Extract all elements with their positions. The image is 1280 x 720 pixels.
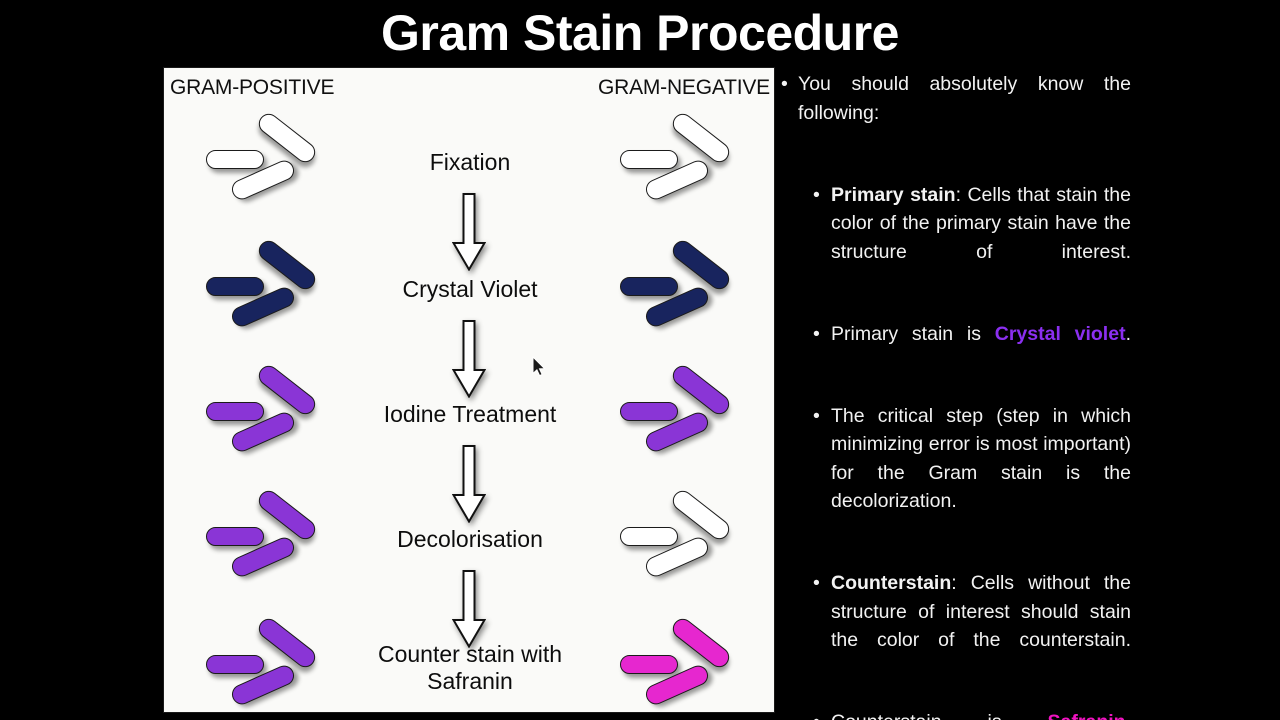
bacteria-rod xyxy=(620,527,678,546)
bacteria-rod xyxy=(206,277,264,296)
step-label: Iodine Treatment xyxy=(383,401,557,427)
bacteria-cluster-right xyxy=(616,486,736,583)
bacteria-rod xyxy=(206,527,264,546)
down-arrow-icon xyxy=(452,193,486,271)
bullet-marker-icon: • xyxy=(813,708,827,720)
bacteria-cluster-left xyxy=(202,236,322,333)
page-title: Gram Stain Procedure xyxy=(381,5,899,61)
bacteria-cluster-right xyxy=(616,614,736,711)
note-bullet: • Counterstain is Safranin. xyxy=(781,708,1131,720)
bullet-marker-icon: • xyxy=(813,572,820,594)
bacteria-rod xyxy=(206,655,264,674)
note-text-segment: Crystal violet xyxy=(994,322,1126,345)
step-label: Crystal Violet xyxy=(402,276,538,302)
note-bullet-text: You should absolutely know the following… xyxy=(798,70,1131,156)
note-text-segment: . xyxy=(1126,711,1131,720)
note-bullet-text: Primary stain: Cells that stain the colo… xyxy=(831,181,1131,295)
note-bullet: • You should absolutely know the followin… xyxy=(781,70,1131,156)
bullet-marker-icon: • xyxy=(813,322,820,345)
bacteria-cluster-right xyxy=(616,109,736,206)
bullet-marker-icon: • xyxy=(813,404,820,427)
bacteria-rod xyxy=(620,655,678,674)
bacteria-rod xyxy=(620,402,678,421)
note-bullet-text: The critical step (step in which minimiz… xyxy=(831,402,1131,545)
bacteria-rod xyxy=(620,277,678,296)
note-text-segment: : Cells that stain the color of the prim… xyxy=(831,183,1132,263)
bacteria-rod xyxy=(206,402,264,421)
note-bullet-text: Counterstain is Safranin. xyxy=(831,708,1131,720)
note-bullet: • Primary stain: Cells that stain the col… xyxy=(781,181,1131,295)
step-label: Fixation xyxy=(429,149,511,175)
note-text-segment: You should absolutely know the following… xyxy=(798,73,1131,124)
down-arrow-icon xyxy=(452,445,486,523)
bullet-marker-icon: • xyxy=(813,183,820,206)
note-text-segment: The critical step (step in which minimiz… xyxy=(831,404,1131,513)
note-text-segment: Primary stain xyxy=(831,183,956,206)
bacteria-cluster-right xyxy=(616,236,736,333)
mouse-pointer-icon xyxy=(532,356,546,377)
note-text-segment: Counterstain xyxy=(831,572,952,594)
column-header-gram-negative: GRAM-NEGATIVE xyxy=(597,76,770,99)
note-text-segment: . xyxy=(1125,322,1131,345)
bacteria-rod xyxy=(206,150,264,169)
bullet-marker-icon: • xyxy=(781,73,788,95)
down-arrow-icon xyxy=(452,570,486,648)
bacteria-cluster-left xyxy=(202,361,322,458)
step-label: Decolorisation xyxy=(397,526,543,552)
note-bullet: • Counterstain: Cells without the structu… xyxy=(781,569,1131,683)
note-bullet-text: Primary stain is Crystal violet. xyxy=(831,320,1131,377)
notes-panel: • You should absolutely know the followin… xyxy=(781,70,1131,720)
bacteria-rod xyxy=(620,150,678,169)
note-bullet: • The critical step (step in which minimi… xyxy=(781,402,1131,545)
bacteria-cluster-left xyxy=(202,486,322,583)
bacteria-cluster-left xyxy=(202,109,322,206)
note-bullet-text: Counterstain: Cells without the structur… xyxy=(831,569,1131,683)
note-text-segment: Counterstain is xyxy=(831,711,1048,720)
bacteria-cluster-left xyxy=(202,614,322,711)
note-bullet: • Primary stain is Crystal violet. xyxy=(781,320,1131,377)
note-text-segment: Primary stain is xyxy=(831,322,995,345)
down-arrow-icon xyxy=(452,320,486,398)
note-text-segment: Safranin xyxy=(1048,711,1126,720)
step-label: Counter stain with Safranin xyxy=(377,641,563,694)
bacteria-cluster-right xyxy=(616,361,736,458)
column-header-gram-positive: GRAM-POSITIVE xyxy=(170,76,335,99)
note-text-segment: : Cells without the structure of interes… xyxy=(831,572,1131,651)
